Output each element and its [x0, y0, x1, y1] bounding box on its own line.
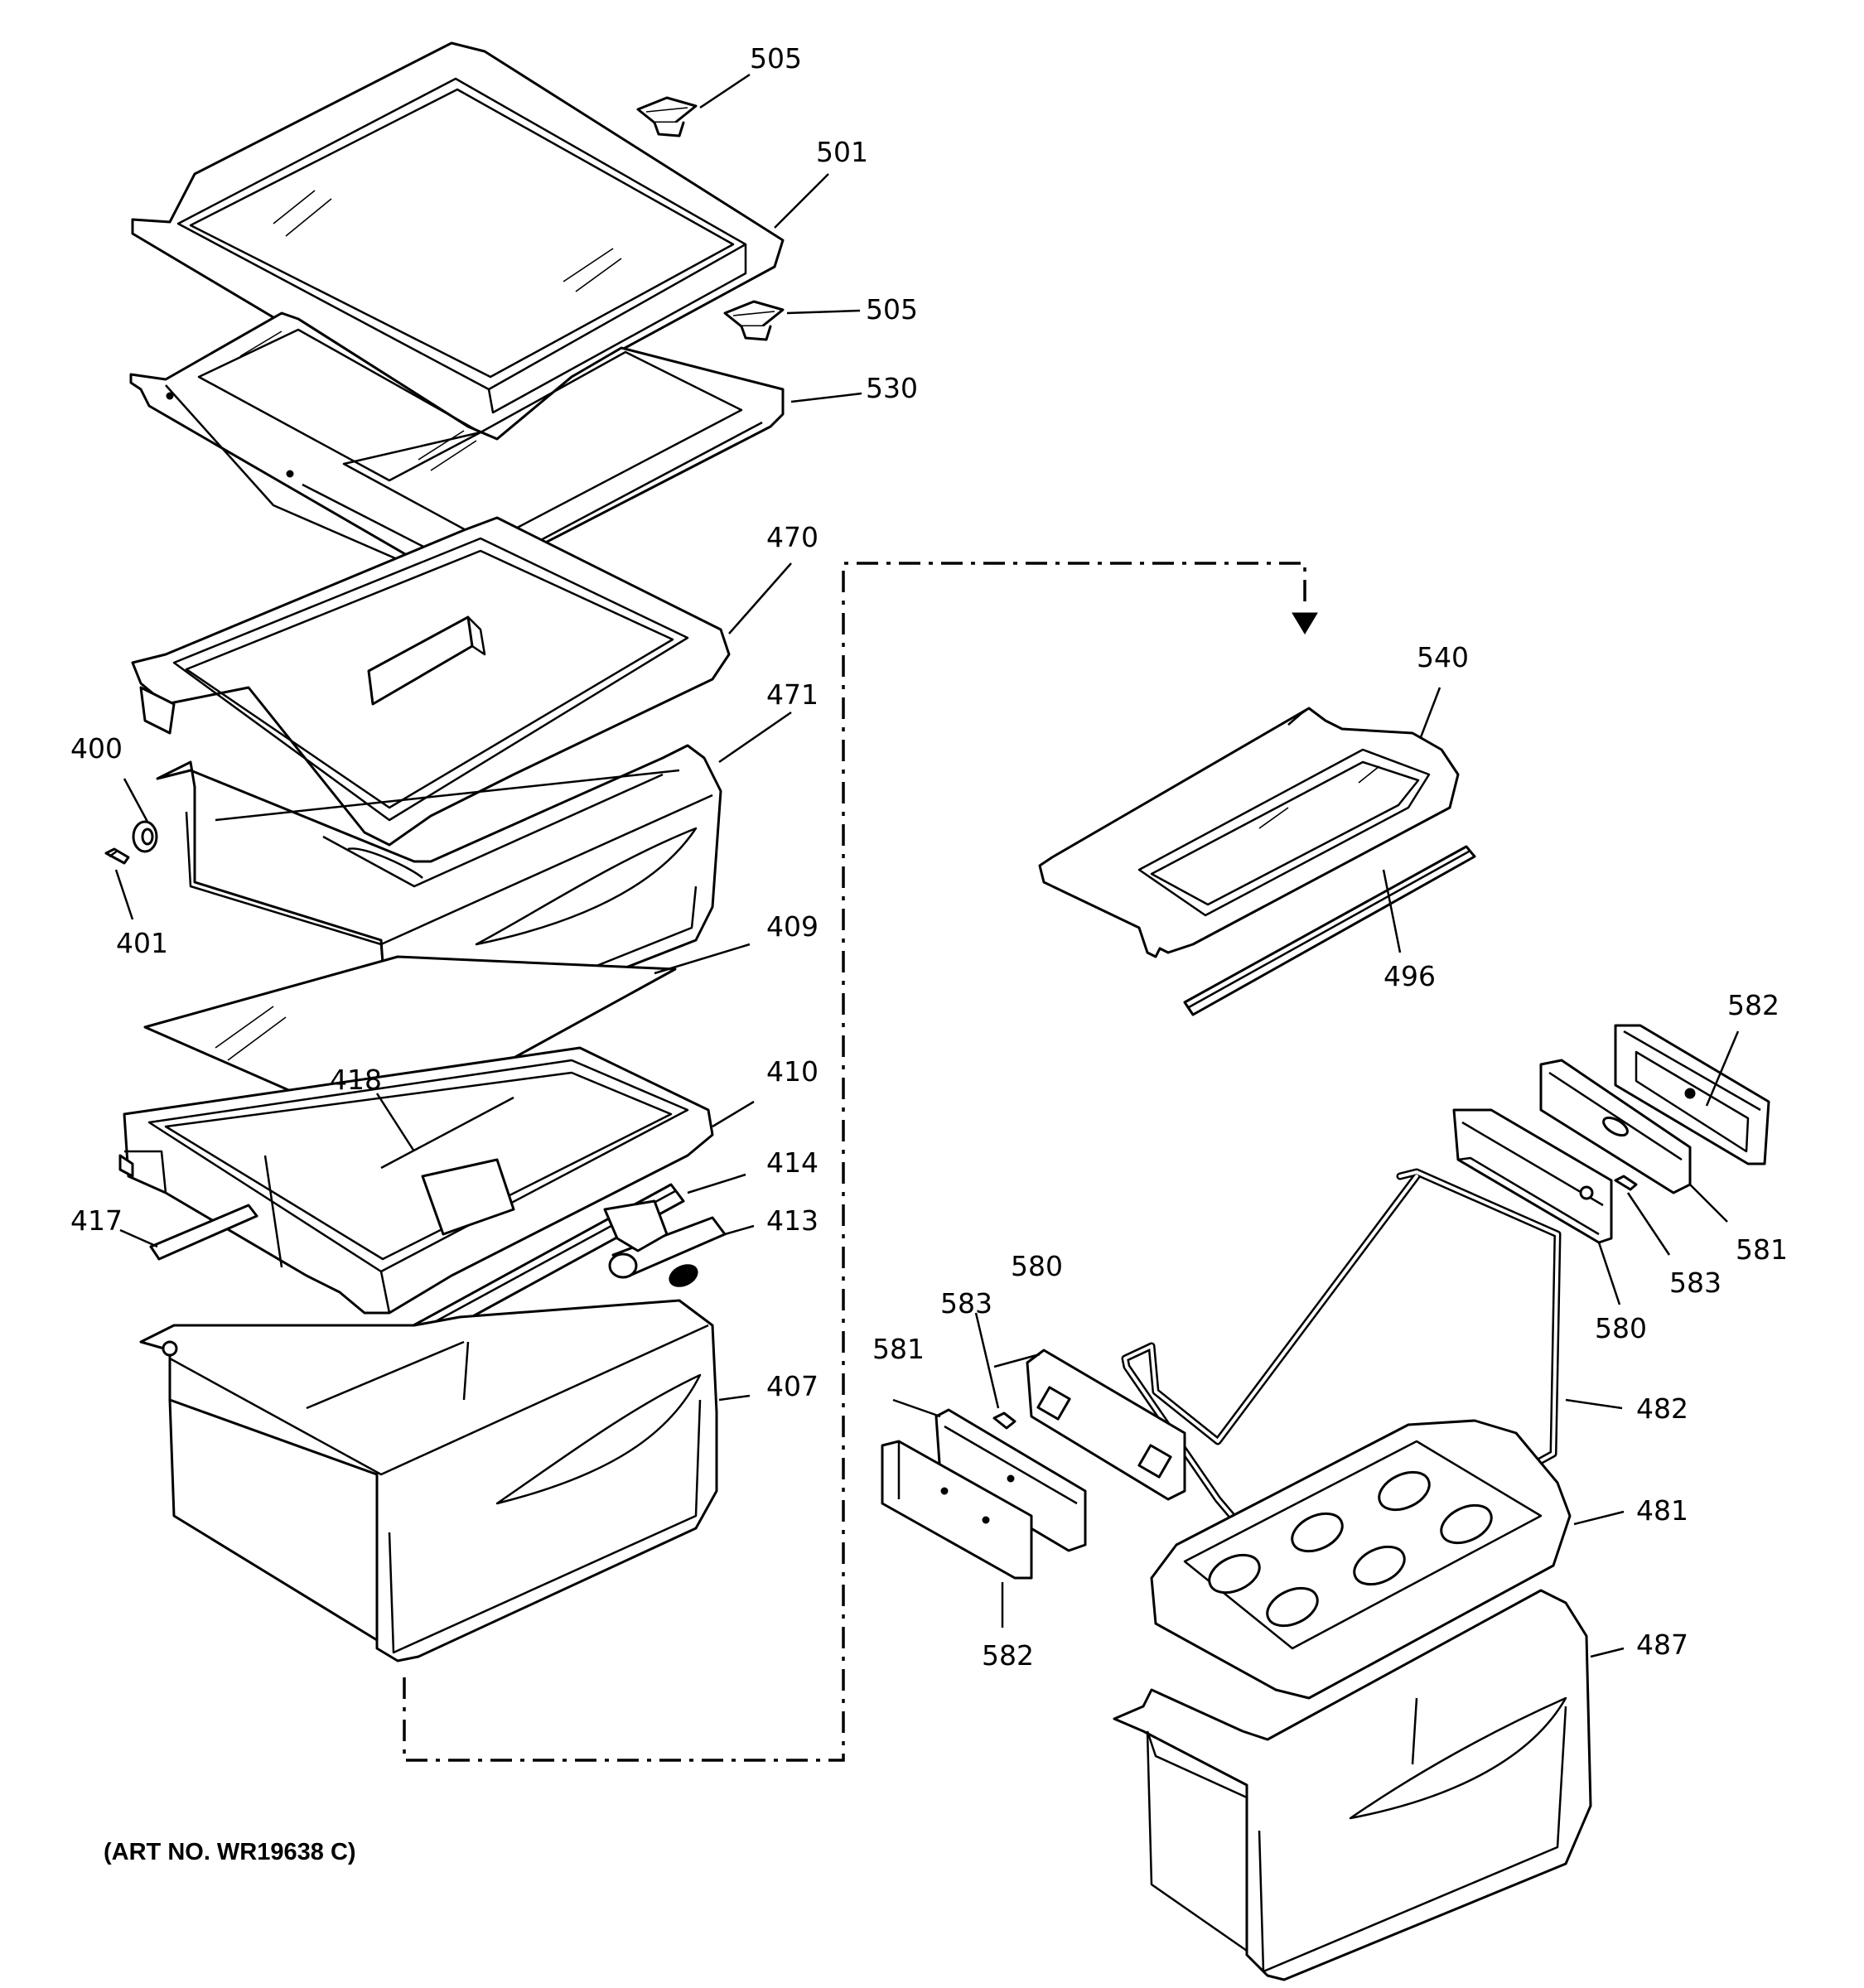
label-470: 470 [766, 521, 819, 553]
shelf-530 [129, 311, 785, 591]
label-530: 530 [866, 372, 918, 404]
bracket-580-top [1452, 1108, 1613, 1244]
label-414: 414 [766, 1146, 819, 1179]
label-583-right: 583 [1669, 1267, 1722, 1299]
insert-582-left [881, 1440, 1033, 1580]
frame-470 [131, 516, 731, 847]
label-487: 487 [1636, 1629, 1688, 1661]
screw-583-right [1614, 1175, 1638, 1191]
label-417: 417 [70, 1204, 123, 1237]
label-418: 418 [330, 1064, 382, 1096]
label-410: 410 [766, 1055, 819, 1088]
bushing-400 [132, 820, 158, 853]
bracket-581-top [1539, 1059, 1692, 1194]
wire-rack-482 [1121, 1168, 1562, 1615]
label-580-left: 580 [1011, 1250, 1063, 1282]
holder-481 [1150, 1419, 1572, 1700]
label-540: 540 [1417, 641, 1469, 673]
label-481: 481 [1636, 1494, 1688, 1527]
shelf-540 [1038, 707, 1460, 958]
insert-582-top [1614, 1024, 1770, 1165]
clip-505-lower [723, 300, 785, 341]
label-496: 496 [1384, 960, 1436, 992]
label-581-left: 581 [872, 1333, 925, 1365]
label-401: 401 [116, 927, 168, 959]
part-labels: 505 501 505 530 470 471 400 401 409 418 … [70, 42, 1788, 1865]
label-501: 501 [816, 136, 868, 168]
art-number: (ART NO. WR19638 C) [104, 1839, 356, 1865]
label-471: 471 [766, 678, 819, 711]
screw-583-left [992, 1411, 1017, 1430]
seal-496 [1183, 845, 1476, 1016]
label-505-lower: 505 [866, 293, 918, 326]
leader-lines [114, 73, 1740, 1658]
label-409: 409 [766, 910, 819, 943]
label-582-top: 582 [1727, 989, 1779, 1021]
bracket-580-left [1026, 1349, 1186, 1501]
drawer-487 [1113, 1589, 1592, 1981]
label-583-left: 583 [940, 1287, 992, 1320]
label-400: 400 [70, 732, 123, 765]
roller-413 [603, 1199, 727, 1287]
clip-505-top [636, 96, 698, 138]
callout-dashdot [403, 562, 1318, 1762]
label-580-right: 580 [1595, 1312, 1647, 1344]
label-505-top: 505 [750, 42, 802, 75]
screw-401 [104, 847, 130, 865]
rail-417 [149, 1204, 258, 1261]
label-407: 407 [766, 1370, 819, 1402]
drawer-407 [139, 1299, 718, 1662]
label-582-left: 582 [982, 1639, 1034, 1672]
frame-410 [118, 1046, 714, 1315]
label-413: 413 [766, 1204, 819, 1237]
label-581-right: 581 [1736, 1233, 1788, 1266]
label-482: 482 [1636, 1392, 1688, 1425]
